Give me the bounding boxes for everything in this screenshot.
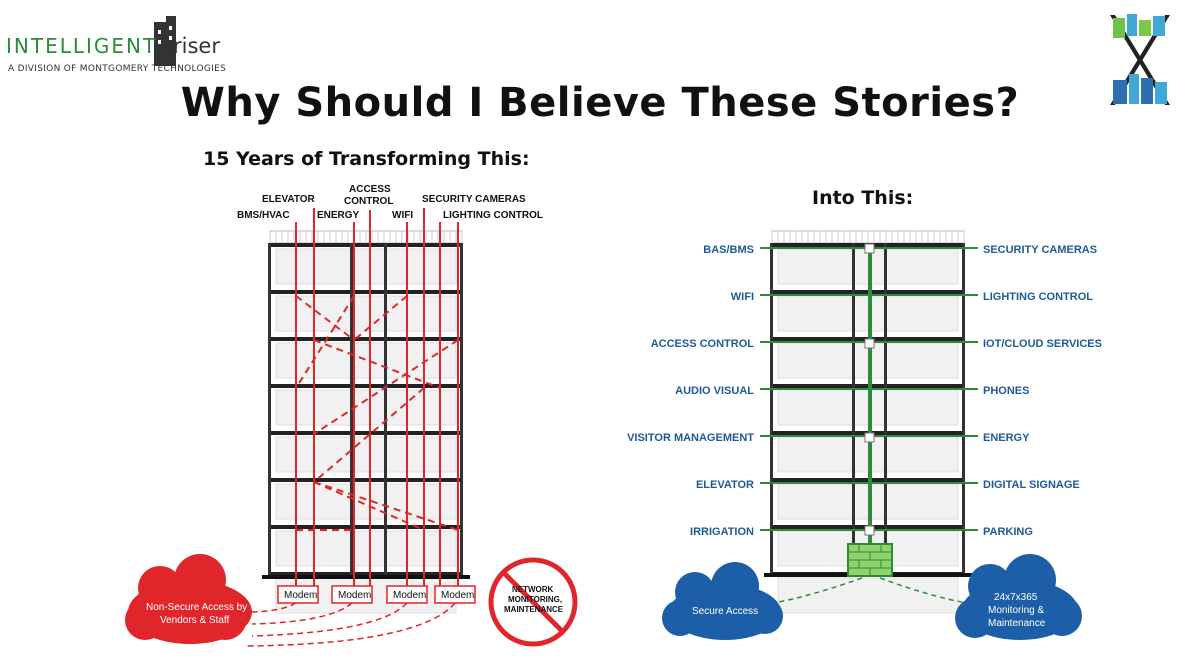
building-column xyxy=(460,243,463,575)
floor-window xyxy=(275,436,457,473)
label-energy-right: ENERGY xyxy=(983,432,1030,444)
floor-slab xyxy=(270,431,462,435)
modem-label-3: Modem xyxy=(393,590,426,601)
red-cloud-line-1: Non-Secure Access by xyxy=(146,602,247,613)
label-lighting-control-right: LIGHTING CONTROL xyxy=(983,291,1093,303)
logo-word-riser: riser xyxy=(173,34,220,58)
monitoring-line-3: Maintenance xyxy=(988,618,1046,629)
building-column xyxy=(268,243,271,575)
label-lighting-control: LIGHTING CONTROL xyxy=(443,210,543,221)
monitoring-line-2: Monitoring & xyxy=(988,605,1044,616)
no-network-monitoring-sign xyxy=(488,557,578,647)
label-wifi-right: WIFI xyxy=(731,291,754,303)
floor-slab xyxy=(270,290,462,294)
modem-group: Modem Modem Modem Modem xyxy=(277,585,476,604)
floor-slab xyxy=(270,572,462,576)
label-audio-visual: AUDIO VISUAL xyxy=(675,385,754,397)
label-access: ACCESS xyxy=(349,184,391,195)
green-floor-taps xyxy=(760,247,978,531)
label-elevator: ELEVATOR xyxy=(262,194,316,205)
label-security-cameras-right: SECURITY CAMERAS xyxy=(983,244,1097,256)
secure-access-cloud xyxy=(662,562,783,640)
label-visitor-management: VISITOR MANAGEMENT xyxy=(627,432,754,444)
label-irrigation: IRRIGATION xyxy=(690,526,754,538)
right-heading: Into This: xyxy=(812,187,914,209)
label-bms-hvac: BMS/HVAC xyxy=(237,210,290,221)
logo-division: A DIVISION OF MONTGOMERY TECHNOLOGIES xyxy=(8,64,227,74)
page-title: Why Should I Believe These Stories? xyxy=(180,80,1020,126)
crossed-buildings-logo-icon xyxy=(1110,14,1170,105)
monitoring-line-1: 24x7x365 xyxy=(994,592,1038,603)
left-floors xyxy=(262,230,470,614)
floor-window xyxy=(275,483,457,520)
red-cloud xyxy=(125,554,252,644)
modem-box-1 xyxy=(277,585,319,604)
floor-slab xyxy=(270,337,462,341)
building-column xyxy=(884,243,887,573)
building-logo-icon xyxy=(154,16,176,66)
floor-window xyxy=(275,248,457,285)
junction-boxes xyxy=(864,243,875,536)
right-left-labels: BAS/BMS WIFI ACCESS CONTROL AUDIO VISUAL… xyxy=(627,244,754,538)
sign-line-1: NETWORK xyxy=(512,585,554,594)
label-parking: PARKING xyxy=(983,526,1033,538)
floor-slab xyxy=(270,243,462,247)
red-dashed-links xyxy=(295,295,459,531)
label-energy: ENERGY xyxy=(317,210,360,221)
floor-window xyxy=(275,295,457,332)
modem-label-4: Modem xyxy=(441,590,474,601)
building-column xyxy=(962,243,965,573)
modem-label-1: Modem xyxy=(284,590,317,601)
building-column xyxy=(852,243,855,573)
right-right-labels: SECURITY CAMERAS LIGHTING CONTROL IOT/CL… xyxy=(983,244,1102,538)
sign-line-3: MAINTENANCE xyxy=(504,605,564,614)
floor-window xyxy=(275,530,457,567)
ground-line xyxy=(262,575,470,579)
logo-word-intelligent: INTELLIGENT xyxy=(6,34,158,58)
floor-slab xyxy=(270,478,462,482)
building-column xyxy=(384,243,387,575)
modem-label-2: Modem xyxy=(338,590,371,601)
label-bas-bms: BAS/BMS xyxy=(703,244,754,256)
label-security-cameras: SECURITY CAMERAS xyxy=(422,194,526,205)
secure-access-label: Secure Access xyxy=(692,606,758,617)
monitoring-cloud xyxy=(955,554,1082,640)
floor-window xyxy=(777,577,959,614)
label-iot-cloud-services: IOT/CLOUD SERVICES xyxy=(983,338,1102,350)
left-heading: 15 Years of Transforming This: xyxy=(203,148,530,170)
red-cloud-line-2: Vendors & Staff xyxy=(160,615,230,626)
red-risers xyxy=(295,208,459,588)
building-column xyxy=(770,243,773,573)
label-wifi: WIFI xyxy=(392,210,413,221)
floor-slab xyxy=(270,384,462,388)
secure-hub-icon xyxy=(847,543,893,577)
floor-slab xyxy=(270,525,462,529)
label-elevator-right: ELEVATOR xyxy=(696,479,754,491)
sign-line-2: MONITORING, xyxy=(508,595,562,604)
label-access-control: ACCESS CONTROL xyxy=(651,338,755,350)
floor-window xyxy=(275,389,457,426)
label-digital-signage: DIGITAL SIGNAGE xyxy=(983,479,1080,491)
label-phones: PHONES xyxy=(983,385,1029,397)
label-control: CONTROL xyxy=(344,196,393,207)
modem-to-cloud-links xyxy=(245,602,456,647)
intelligent-riser-logo xyxy=(6,8,246,78)
